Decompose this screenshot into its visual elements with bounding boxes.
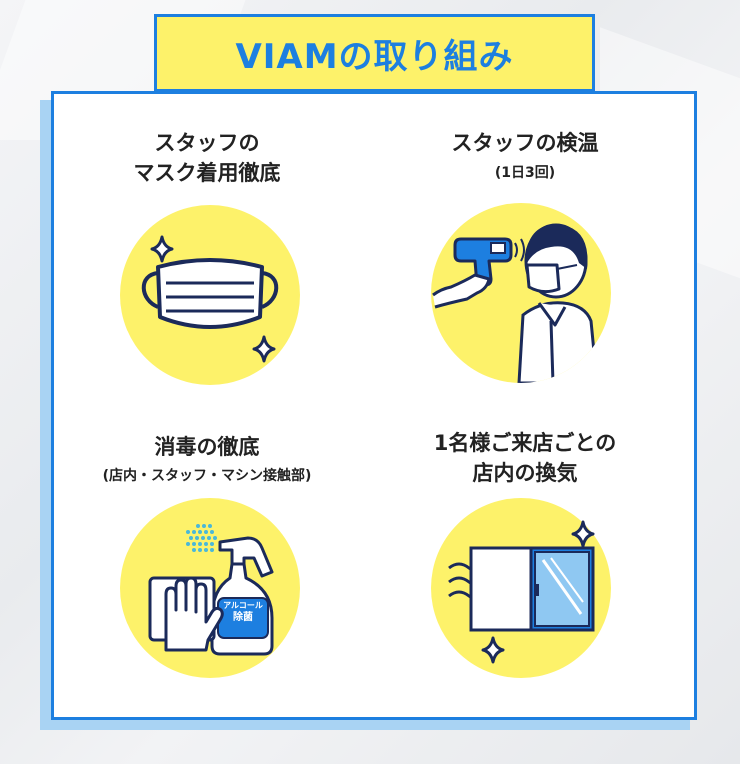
- page-title: VIAMの取り組み: [235, 36, 514, 77]
- item-title-mask: スタッフの マスク着用徹底: [133, 131, 281, 185]
- item-title-disinfection: 消毒の徹底: [154, 435, 260, 459]
- bottle-label: アルコール 除菌: [223, 601, 263, 623]
- window-icon: [448, 520, 595, 664]
- thermometer-icon: [432, 223, 599, 383]
- temperature-circle: [431, 203, 611, 383]
- mask-circle: [120, 205, 300, 385]
- mask-icon: [141, 235, 279, 363]
- item-title-temperature: スタッフの検温: [451, 131, 599, 155]
- item-subtitle-temperature: (1日3回): [494, 165, 556, 181]
- item-subtitle-disinfection: (店内・スタッフ・マシン接触部): [102, 468, 312, 484]
- title-banner: VIAMの取り組み: [154, 14, 595, 92]
- item-title-ventilation: 1名様ご来店ごとの 店内の換気: [433, 431, 617, 485]
- disinfection-circle: アルコール 除菌: [120, 498, 300, 678]
- disinfect-icon: [148, 524, 274, 656]
- ventilation-circle: [431, 498, 611, 678]
